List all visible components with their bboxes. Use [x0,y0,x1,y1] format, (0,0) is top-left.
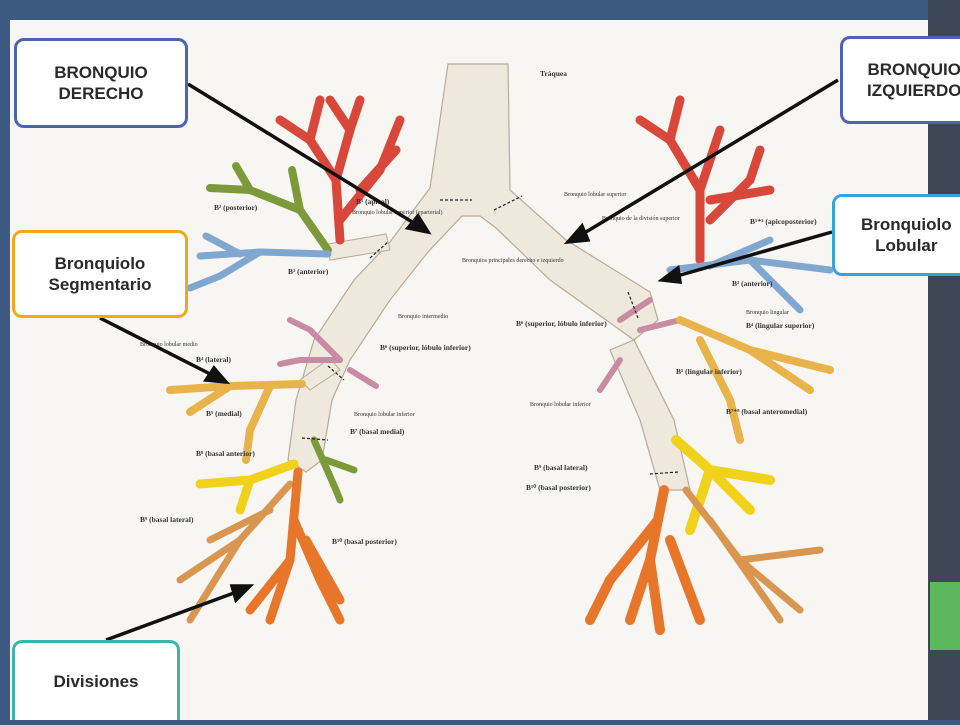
label-bronquio-lobular-inferior-r: Bronquio lobular inferior [354,411,415,418]
label-traquea: Tráquea [540,69,567,78]
label-b6-superior-izq: B⁶ (superior, lóbulo inferior) [516,319,607,328]
left-lower-bronchus [609,339,691,491]
label-b9-basal-lateral-r: B⁹ (basal lateral) [140,515,194,524]
left-anterior-branches [666,236,834,314]
division-dash-lines [301,195,679,475]
label-b3-anterior-l: B³ (anterior) [732,279,773,288]
label-b3-anterior-r: B³ (anterior) [288,267,329,276]
left-lingular-branches [676,316,834,444]
arrow-bronquio-izquierdo [575,78,839,240]
right-apical-branches [275,95,405,245]
label-b7-basal-medial: B⁷ (basal medial) [350,427,405,436]
label-bronquios-principales: Bronquios principales derecho e izquierd… [462,258,564,264]
left-apicoposterior-branches [635,95,775,265]
arrow-bronquio-derecho [187,82,423,230]
callout-bronquio-izquierdo: BRONQUIO IZQUIERDO [840,36,960,124]
label-b4-lateral: B⁴ (lateral) [196,355,231,364]
left-anteromedial-basal-branches [671,435,775,535]
label-b9-basal-lateral-l: B⁹ (basal lateral) [534,463,588,472]
right-superior-lower-branches [277,317,379,389]
label-bronquio-lobular-inferior-l: Bronquio lobular inferior [530,401,591,408]
label-b4-lingular-superior: B⁴ (lingular superior) [746,321,815,330]
label-b5-lingular-inferior: B⁵ (lingular inferior) [676,367,742,376]
label-b10-basal-posterior-r: B¹⁰ (basal posterior) [332,537,397,546]
callout-bronquiolo-segmentario: Bronquiolo Segmentario [12,230,188,318]
bronchial-tree-diagram: Tráquea B¹ (apical) Bronquio lobular sup… [99,63,839,642]
diagram-panel: Tráquea B¹ (apical) Bronquio lobular sup… [10,20,928,720]
label-b78-basal-anteromedial: B⁷⁺⁸ (basal anteromedial) [726,407,808,416]
callout-divisiones: Divisiones [12,640,180,720]
label-b8-basal-anterior-r: B⁸ (basal anterior) [196,449,255,458]
left-lateral-basal-branches [682,486,824,624]
callout-bronquio-derecho: BRONQUIO DERECHO [14,38,188,128]
right-middle-lobe-branches [166,380,306,464]
label-b5-medial: B⁵ (medial) [206,409,242,418]
callout-bronquiolo-lobular: Bronquiolo Lobular [832,194,960,276]
right-anterior-branches [186,232,332,292]
arrow-bronquiolo-segmentario [99,316,219,380]
right-medial-basal-branches [310,436,358,504]
label-b6-superior-der: B⁶ (superior, lóbulo inferior) [380,343,471,352]
right-posterior-branches [206,162,332,254]
label-b1-apical: B¹ (apical) [356,197,390,206]
left-lingular-stub-branches [597,297,683,393]
label-b2-posterior: B² (posterior) [214,203,258,212]
label-bronquio-lobular-medio: Bronquio lobular medio [140,342,198,348]
label-bronquio-lingular: Bronquio lingular [746,310,789,316]
arrow-divisiones [105,588,243,642]
label-bronquio-lobular-superior-l: Bronquio lobular superior [564,192,626,198]
left-posterior-basal-branches [585,485,705,635]
arrow-bronquiolo-lobular [669,230,833,280]
green-accent-bar [930,582,960,650]
label-b12-apicoposterior: B¹⁺² (apicoposterior) [750,217,817,226]
label-bronquio-division-superior: Bronquio de la división superior [602,216,680,222]
callout-arrows [99,78,839,642]
label-b10-basal-posterior-l: B¹⁰ (basal posterior) [526,483,591,492]
trachea [287,63,659,473]
label-bronquio-intermedio: Bronquio intermedio [398,314,448,320]
right-anterior-basal-branches [195,459,299,515]
right-posterior-basal-branches [245,467,345,625]
